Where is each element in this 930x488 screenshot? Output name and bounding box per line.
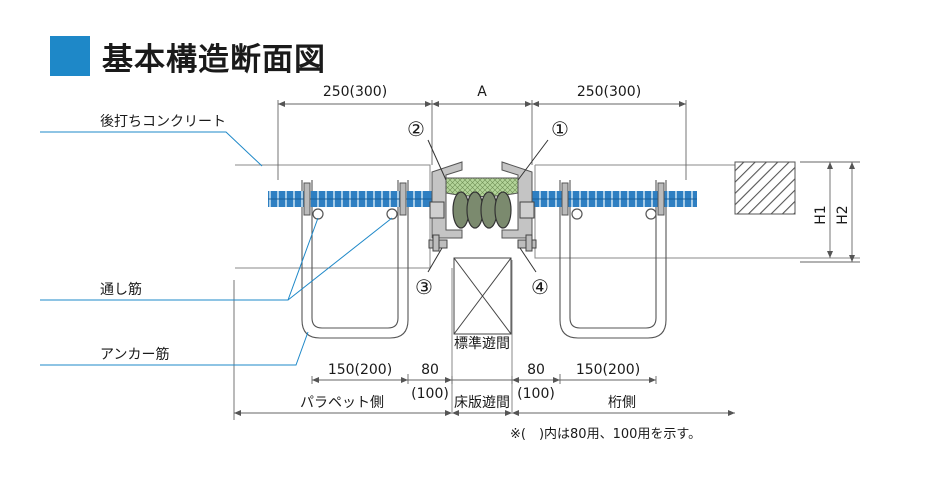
bolts [429,201,535,219]
dim-bottom-right-gap: 80 [527,362,545,378]
label-standard-gap: 標準遊間 [454,336,510,352]
joint-steel-left [431,161,463,239]
gap-box [453,257,512,335]
anchor-bars-left [301,180,409,339]
title-marker [50,36,90,76]
label-slab-gap: 床版遊間 [454,395,510,411]
footnote: ※( )内は80用、100用を示す。 [510,426,701,442]
label-girder-side: 桁側 [608,395,636,411]
label-through-bar: 通し筋 [100,281,142,298]
dim-bottom-left: 150(200) [328,362,392,378]
callout-1: ① [551,117,569,141]
lower-brackets [428,234,537,252]
dim-top-left: 250(300) [323,84,387,100]
dim-bottom-right-gap-alt: (100) [517,386,555,402]
dim-h2: H2 [835,205,851,224]
dim-bottom-left-gap-alt: (100) [411,386,449,402]
dim-top-center: A [477,84,487,100]
label-parapet-side: パラペット側 [300,395,384,411]
rubber-seal [452,191,512,229]
rebar-left [268,191,433,207]
callout-2: ② [407,117,425,141]
existing-structure-hatch [734,161,796,215]
rebar-right [532,191,697,207]
dim-bottom-left-gap: 80 [421,362,439,378]
through-bars [312,208,657,220]
label-after-pour-concrete: 後打ちコンクリート [100,113,226,130]
dim-top-right: 250(300) [577,84,641,100]
dim-h1: H1 [813,205,829,224]
anchor-bars-right [559,180,667,339]
callout-leaders [427,139,549,273]
joint-steel-right [501,161,533,239]
dimension-arrows [234,101,855,416]
page-title: 基本構造断面図 [102,42,326,78]
label-anchor-bar: アンカー筋 [100,346,169,363]
callout-3: ③ [415,275,433,299]
leader-lines [40,131,393,366]
rebar-studs [303,182,665,216]
dim-bottom-right: 150(200) [576,362,640,378]
callout-4: ④ [531,275,549,299]
